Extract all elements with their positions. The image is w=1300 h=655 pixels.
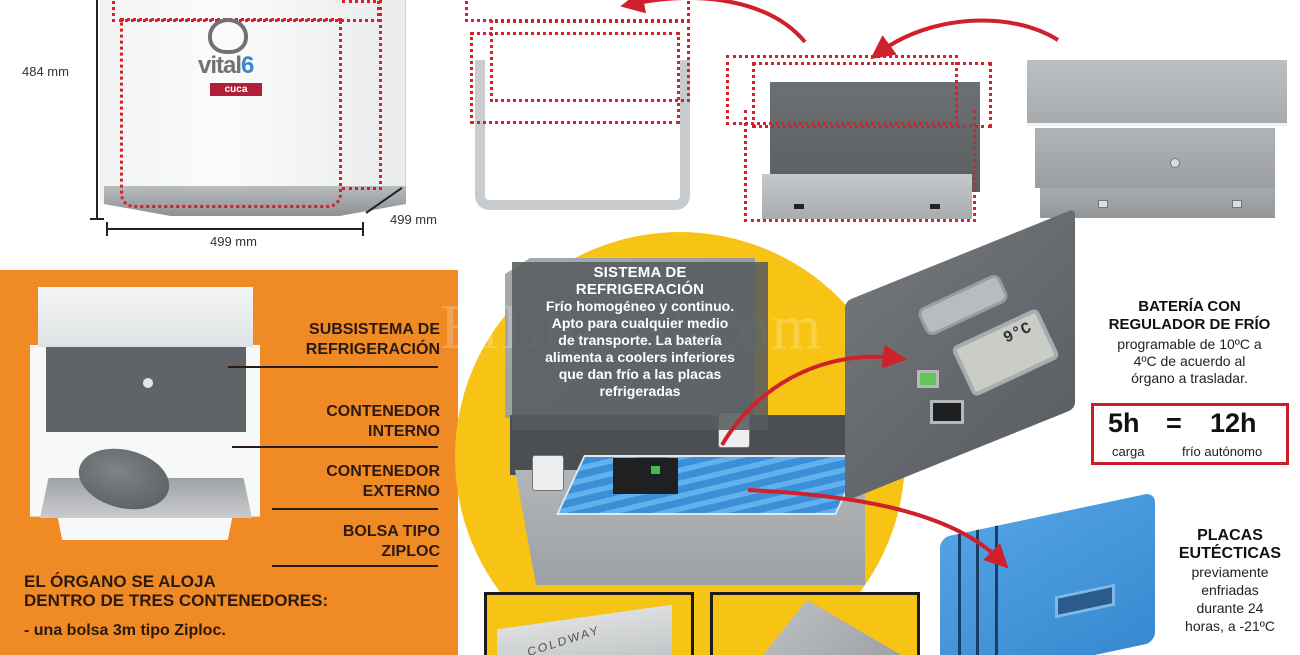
sub-brand-badge: cuca xyxy=(210,83,262,96)
plate-gap xyxy=(995,525,998,655)
refrigerated-plates xyxy=(556,455,864,515)
arrow-box-to-container xyxy=(870,18,1060,60)
plate-gap xyxy=(958,533,961,655)
eutectic-plates xyxy=(940,492,1155,655)
battery-autonomy-box: 5h = 12h carga frío autónomo xyxy=(1091,403,1289,465)
coldway-box: COLDWAY xyxy=(497,604,672,655)
latch-icon xyxy=(1098,200,1108,208)
lock-knob-icon xyxy=(1170,158,1180,168)
equals-sign: = xyxy=(1166,408,1182,438)
label-inner-container: CONTENEDOR INTERNO xyxy=(326,403,440,440)
outline-side xyxy=(342,0,382,190)
cutaway-knob-icon xyxy=(143,378,153,388)
height-dimension-label: 484 mm xyxy=(22,64,69,79)
cutaway-refrigeration-subsystem xyxy=(46,347,246,432)
dimension-tick xyxy=(90,218,104,220)
plates-description: previamente enfriadas durante 24 horas, … xyxy=(1185,564,1275,634)
refrigeration-info-box: SISTEMA DE REFRIGERACIÓN Frío homogéneo … xyxy=(512,262,768,430)
width-dimension-label: 499 mm xyxy=(210,234,257,249)
power-led-icon xyxy=(917,370,939,388)
charge-label: carga xyxy=(1112,444,1145,459)
height-dimension-line xyxy=(96,0,98,220)
cutaway-lid xyxy=(38,287,253,347)
outline-lid-back xyxy=(752,62,992,128)
dimension-tick xyxy=(362,222,364,236)
leader-line xyxy=(232,446,438,448)
plate-gap xyxy=(976,529,979,655)
outline-container-top xyxy=(490,20,690,102)
outer-frame xyxy=(475,60,690,210)
label-outer-container: CONTENEDOR EXTERNO xyxy=(326,463,440,500)
charge-value: 5h xyxy=(1108,408,1140,438)
autonomy-value: 12h xyxy=(1210,408,1257,438)
battery-led-icon xyxy=(651,466,660,474)
pyramid-shape xyxy=(743,600,903,655)
autonomy-label: frío autónomo xyxy=(1182,444,1263,459)
coldway-box-thumbnail: COLDWAY xyxy=(484,592,694,655)
battery-description: programable de 10ºC a 4ºC de acuerdo al … xyxy=(1117,336,1262,386)
inner-container-gray xyxy=(770,82,980,192)
outline-container-outer xyxy=(744,110,976,222)
label-ziploc-bag: BOLSA TIPO ZIPLOC xyxy=(342,523,440,560)
closed-box-body xyxy=(1035,128,1275,188)
heart-logo-icon xyxy=(208,18,248,54)
outline-top xyxy=(465,0,690,22)
brand-logo: vital6 xyxy=(198,52,254,79)
inner-container-tray xyxy=(762,174,972,219)
leader-line xyxy=(272,508,438,510)
organ-container-item: - una bolsa 3m tipo Ziploc. xyxy=(24,622,226,639)
battery-title: BATERÍA CON REGULADOR DE FRÍO xyxy=(1108,298,1271,333)
dimension-tick xyxy=(106,222,108,236)
plates-title: PLACAS EUTÉCTICAS xyxy=(1178,527,1282,562)
power-socket-icon xyxy=(930,400,964,424)
hinge-icon xyxy=(532,455,564,491)
outline-container-front xyxy=(470,32,680,124)
label-refrigeration-subsystem: SUBSISTEMA DE REFRIGERACIÓN xyxy=(305,321,440,358)
pyramid-thumbnail xyxy=(710,592,920,655)
outline-lid-floating xyxy=(726,55,958,125)
closed-box-lid xyxy=(1027,60,1287,126)
transport-unit-body xyxy=(100,0,405,205)
leader-line xyxy=(228,366,438,368)
handle-slot xyxy=(794,204,804,209)
handle-slot xyxy=(930,204,940,209)
battery-unit xyxy=(613,458,678,494)
organ-containers-title: EL ÓRGANO SE ALOJA DENTRO DE TRES CONTEN… xyxy=(24,572,329,610)
leader-line xyxy=(272,565,438,567)
closed-box-base xyxy=(1040,188,1275,218)
latch-icon xyxy=(1232,200,1242,208)
depth-dimension-label: 499 mm xyxy=(390,212,437,227)
width-dimension-line xyxy=(106,228,364,230)
transport-unit-base xyxy=(104,186,406,216)
